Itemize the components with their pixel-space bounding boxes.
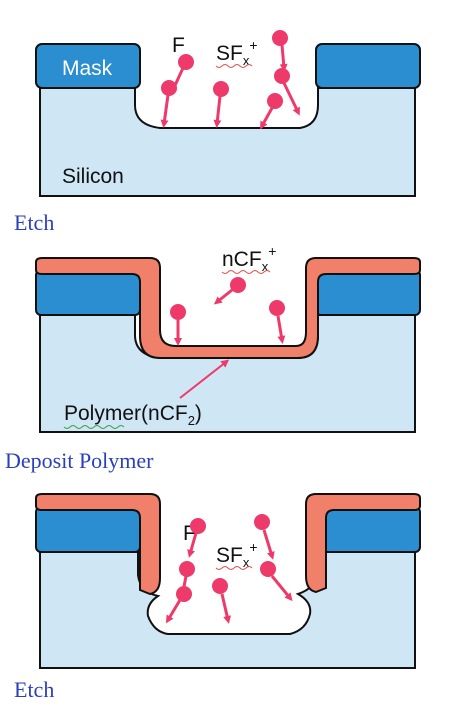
panel-etch-1: Mask Silicon F SFx+ Etch bbox=[14, 30, 421, 235]
ion-particle bbox=[213, 277, 246, 305]
etchant-particle bbox=[254, 514, 275, 560]
silicon-label: Silicon bbox=[62, 165, 124, 188]
species-sfx-label: SFx+ bbox=[216, 539, 258, 570]
etchant-particle bbox=[260, 93, 283, 130]
polymer-label: Polymer(nCF2) bbox=[64, 402, 202, 428]
species-f-label: F bbox=[172, 34, 185, 57]
etchant-particle bbox=[272, 30, 288, 72]
polymer-layer bbox=[35, 257, 421, 359]
etchant-particle bbox=[213, 81, 229, 128]
caption-etch-2: Etch bbox=[14, 677, 54, 702]
polymer-underline bbox=[63, 425, 125, 429]
polymer-layer-right bbox=[305, 493, 421, 594]
ion-particle bbox=[170, 304, 186, 346]
etchant-particle bbox=[260, 561, 293, 602]
caption-etch-1: Etch bbox=[14, 210, 54, 235]
silicon-substrate bbox=[39, 551, 416, 669]
species-sfx-label: SFx+ bbox=[216, 37, 258, 68]
mask-left bbox=[35, 506, 141, 553]
mask-right bbox=[315, 269, 421, 316]
panel-etch-2: F SFx+ Etch bbox=[14, 493, 421, 702]
ion-ncfx-label: nCFx+ bbox=[222, 243, 276, 274]
species-sfx-underline bbox=[215, 566, 253, 570]
mask-right bbox=[315, 506, 421, 553]
mask-label: Mask bbox=[62, 57, 113, 80]
ion-particle bbox=[269, 300, 286, 344]
ion-ncfx-underline bbox=[221, 270, 271, 274]
species-sfx-underline bbox=[215, 64, 253, 68]
etchant-particle bbox=[165, 586, 192, 624]
polymer-layer-left bbox=[35, 493, 161, 596]
mask-left bbox=[35, 269, 141, 316]
etchant-particle bbox=[212, 578, 231, 624]
caption-deposit-polymer: Deposit Polymer bbox=[5, 448, 154, 473]
etchant-particle bbox=[274, 68, 300, 116]
mask-left bbox=[35, 43, 141, 89]
panel-deposit-polymer: nCFx+ Polymer(nCF2) Deposit Polymer bbox=[5, 243, 421, 473]
etchant-particle bbox=[187, 518, 206, 558]
polymer-pointer-arrow bbox=[179, 359, 230, 399]
silicon-substrate bbox=[39, 87, 416, 197]
etchant-particle bbox=[160, 80, 177, 128]
mask-right bbox=[315, 43, 421, 89]
